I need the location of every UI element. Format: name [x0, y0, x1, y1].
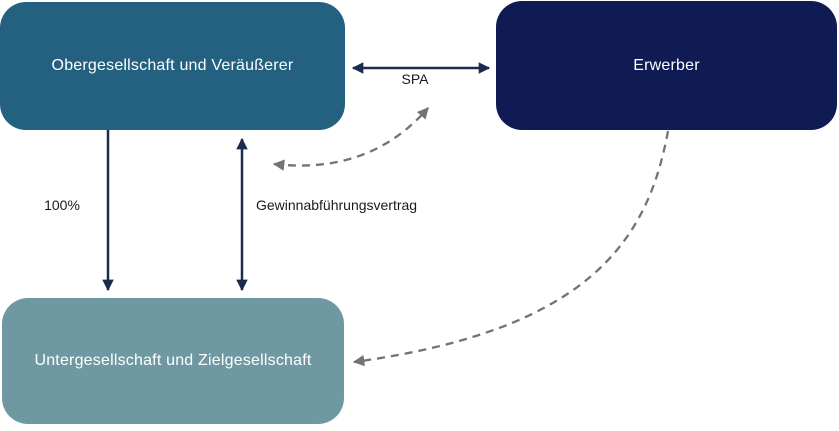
edge-label-ownership-percent: 100%	[44, 197, 80, 213]
node-label-obergesellschaft: Obergesellschaft und Veräußerer	[51, 57, 294, 74]
node-erwerber: Erwerber	[496, 1, 837, 130]
node-label-untergesellschaft: Untergesellschaft und Zielgesellschaft	[34, 352, 312, 369]
node-obergesellschaft-und-veraeusserer: Obergesellschaft und Veräußerer	[0, 2, 345, 130]
edge-label-gewinnabfuehrungsvertrag: Gewinnabführungsvertrag	[256, 197, 418, 213]
node-label-erwerber: Erwerber	[633, 56, 700, 74]
edge-dashed-erwerber-to-untergesellschaft	[352, 130, 670, 367]
edge-label-spa: SPA	[401, 71, 429, 87]
node-untergesellschaft-und-zielgesellschaft: Untergesellschaft und Zielgesellschaft	[2, 298, 344, 424]
